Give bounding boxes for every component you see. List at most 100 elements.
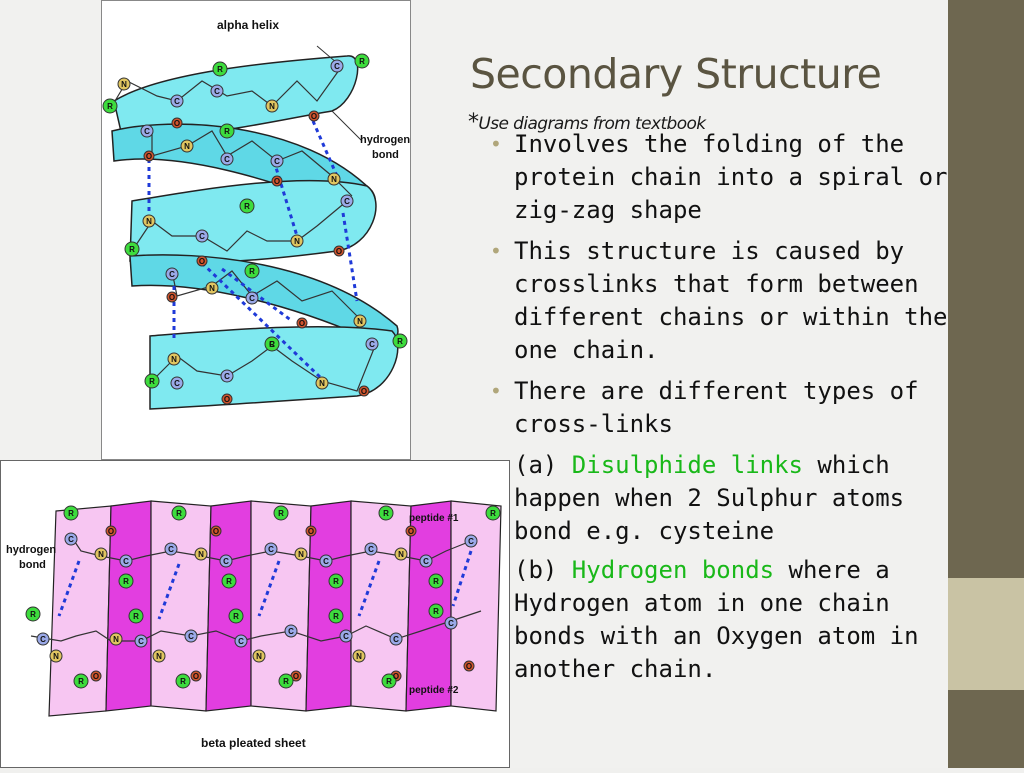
atom-label: C [274, 157, 280, 166]
atom-label: C [334, 62, 340, 71]
atom-label: R [490, 509, 496, 518]
atom-label: R [249, 267, 255, 276]
subtitle-star: * [468, 110, 479, 135]
bullet-dot-icon: • [490, 379, 502, 403]
sheet-title: beta pleated sheet [201, 736, 306, 750]
atom-label: O [293, 672, 299, 681]
atom-label: C [368, 545, 374, 554]
atom-label: R [180, 677, 186, 686]
atom-label: C [199, 232, 205, 241]
atom-label: R [269, 340, 275, 349]
atom-label: C [174, 97, 180, 106]
atom-label: C [224, 372, 230, 381]
atom-label: R [233, 612, 239, 621]
hydrogen-paragraph: (b) Hydrogen bonds where a Hydrogen atom… [490, 554, 952, 686]
atom-label: O [361, 387, 367, 396]
atom-label: R [226, 577, 232, 586]
atom-label: O [199, 257, 205, 266]
atom-label: C [188, 632, 194, 641]
atom-label: R [133, 612, 139, 621]
atom-label: R [176, 509, 182, 518]
hydrogen-term: Hydrogen bonds [571, 556, 775, 584]
slide-title: Secondary Structure [470, 50, 882, 98]
atom-label: O [311, 112, 317, 121]
atom-label: R [333, 577, 339, 586]
sheet-hbond-label: bond [19, 559, 46, 571]
side-bar-accent [948, 578, 1024, 690]
atom-label: N [53, 652, 59, 661]
atom-label: O [336, 247, 342, 256]
atom-label: R [68, 509, 74, 518]
helix-title: alpha helix [217, 18, 279, 32]
atom-label: R [359, 57, 365, 66]
peptide-2-label: peptide #2 [409, 685, 459, 696]
atom-label: O [224, 395, 230, 404]
atom-label: R [149, 377, 155, 386]
atom-label: C [169, 270, 175, 279]
atom-label: R [30, 610, 36, 619]
helix-ribbon [149, 325, 399, 410]
atom-label: N [298, 550, 304, 559]
atom-label: R [383, 509, 389, 518]
para-prefix: (a) [514, 451, 572, 479]
atom-label: O [274, 177, 280, 186]
para-rest: which happen when 2 Sulphur atoms bond e… [514, 451, 905, 545]
atom-label: C [423, 557, 429, 566]
atom-label: O [299, 319, 305, 328]
atom-label: O [108, 527, 114, 536]
atom-label: N [319, 379, 325, 388]
atom-label: O [408, 527, 414, 536]
atom-label: N [209, 284, 215, 293]
atom-label: N [184, 142, 190, 151]
atom-label: N [121, 80, 127, 89]
atom-label: N [146, 217, 152, 226]
atom-label: R [224, 127, 230, 136]
atom-label: R [386, 677, 392, 686]
atom-label: R [397, 337, 403, 346]
atom-label: R [278, 509, 284, 518]
atom-label: C [144, 127, 150, 136]
bullet-text: There are different types of cross-links [514, 377, 919, 438]
atom-label: N [398, 550, 404, 559]
atom-label: C [168, 545, 174, 554]
atom-label: O [466, 662, 472, 671]
atom-label: C [174, 379, 180, 388]
bullet-dot-icon: • [490, 132, 502, 156]
atom-label: N [269, 102, 275, 111]
atom-label: C [268, 545, 274, 554]
atom-label: C [393, 635, 399, 644]
atom-label: O [193, 672, 199, 681]
atom-label: R [433, 607, 439, 616]
atom-label: N [98, 550, 104, 559]
bullet-dot-icon: • [490, 239, 502, 263]
atom-label: C [68, 535, 74, 544]
atom-label: N [198, 550, 204, 559]
atom-label: N [331, 175, 337, 184]
atom-label: O [146, 152, 152, 161]
peptide-1-label: peptide #1 [409, 513, 459, 524]
atom-label: N [171, 355, 177, 364]
atom-label: C [323, 557, 329, 566]
atom-label: C [369, 340, 375, 349]
atom-label: C [238, 637, 244, 646]
bullet-item: •This structure is caused by crosslinks … [490, 235, 952, 367]
para-prefix: (b) [514, 556, 572, 584]
sheet-hydrogen-bonds [57, 550, 473, 620]
slide-subtitle: *Use diagrams from textbook [468, 110, 706, 135]
atom-label: R [333, 612, 339, 621]
atom-label: R [433, 577, 439, 586]
disulphide-term: Disulphide links [571, 451, 803, 479]
helix-hbond-label: bond [372, 149, 399, 161]
atom-label: O [308, 527, 314, 536]
atom-label: C [343, 632, 349, 641]
atom-label: C [344, 197, 350, 206]
atom-label: R [78, 677, 84, 686]
atom-label: C [269, 340, 275, 349]
bullet-text: Involves the folding of the protein chai… [514, 130, 948, 224]
